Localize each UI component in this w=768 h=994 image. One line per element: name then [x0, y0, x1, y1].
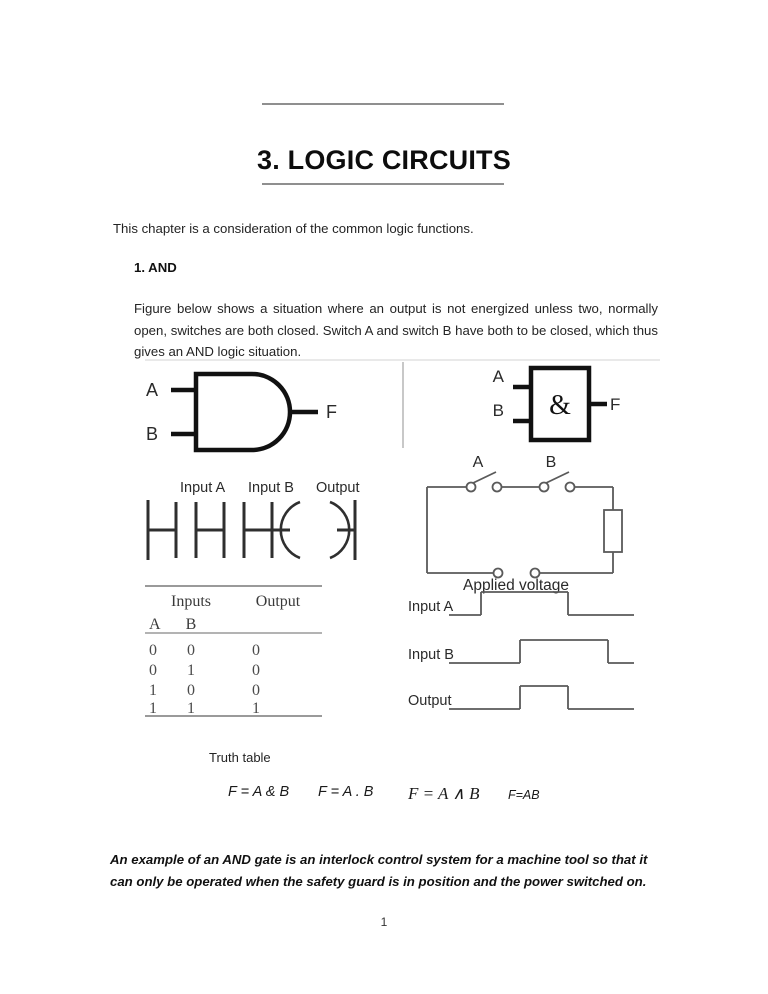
timing-label-input-b: Input B	[408, 647, 454, 663]
truth-table-row: 0 0 0	[149, 642, 260, 659]
page-title: 3. LOGIC CIRCUITS	[257, 145, 511, 176]
page-number: 1	[380, 915, 388, 929]
switch-circuit-label-b: B	[546, 454, 557, 471]
body-paragraph: Figure below shows a situation where an …	[134, 301, 658, 359]
truth-table-cell-a: 0	[149, 642, 157, 659]
timing-label-input-a: Input A	[408, 599, 453, 615]
gate-distinctive-input-a-label: A	[146, 380, 158, 400]
and-gate-figure: A B F & A B F Input A Input B Output	[0, 352, 768, 782]
section-heading-and: 1. AND	[134, 259, 177, 275]
truth-table-row: 1 1 1	[149, 700, 260, 717]
timing-trace-output	[449, 685, 634, 710]
closing-note: An example of an AND gate is an interloc…	[110, 852, 648, 889]
switch-series-circuit	[426, 471, 623, 579]
truth-table-row: 1 0 0	[149, 682, 260, 699]
timing-diagram	[449, 591, 634, 710]
figure-caption: Truth table	[209, 750, 271, 765]
ladder-label-input-b: Input B	[248, 480, 294, 496]
equation-wedge: F = A ∧ B	[408, 784, 480, 803]
timing-label-output: Output	[408, 693, 452, 709]
truth-table-cell-a: 1	[149, 682, 157, 699]
timing-trace-input-a	[449, 591, 634, 616]
truth-table-cell-f: 1	[252, 700, 260, 717]
truth-table-header-output: Output	[256, 593, 301, 610]
ladder-label-output: Output	[316, 480, 360, 496]
truth-table-cell-a: 1	[149, 700, 157, 717]
ladder-label-input-a: Input A	[180, 480, 225, 496]
truth-table-col-a: A	[149, 616, 161, 633]
truth-table-cell-b: 0	[187, 682, 195, 699]
truth-table-cell-f: 0	[252, 642, 260, 659]
truth-table-cell-f: 0	[252, 662, 260, 679]
timing-trace-input-b	[449, 639, 634, 664]
truth-table-cell-a: 0	[149, 662, 157, 679]
switch-circuit-supply-label: Applied voltage	[463, 577, 569, 594]
truth-table-col-b: B	[186, 616, 197, 633]
truth-table-header-inputs: Inputs	[171, 593, 211, 610]
equation-dot: F = A . B	[318, 784, 374, 800]
ladder-diagram	[146, 500, 357, 560]
truth-table-cell-f: 0	[252, 682, 260, 699]
and-gate-iec-symbol: &	[513, 365, 607, 443]
gate-distinctive-input-b-label: B	[146, 424, 158, 444]
truth-table-cell-b: 0	[187, 642, 195, 659]
intro-paragraph: This chapter is a consideration of the c…	[113, 221, 474, 237]
gate-iec-input-b-label: B	[493, 401, 504, 420]
truth-table-row: 0 1 0	[149, 662, 260, 679]
truth-table-cell-b: 1	[187, 700, 195, 717]
gate-iec-output-label: F	[610, 395, 620, 414]
equation-juxtaposition: F=AB	[508, 788, 540, 802]
equation-ampersand: F = A & B	[228, 784, 290, 800]
title-rule-bottom	[262, 183, 504, 185]
truth-table-cell-b: 1	[187, 662, 195, 679]
and-gate-distinctive-symbol	[171, 371, 318, 453]
title-rule-top	[262, 103, 504, 105]
gate-iec-input-a-label: A	[493, 367, 505, 386]
gate-iec-ampersand-glyph: &	[549, 390, 571, 421]
truth-table: Inputs Output A B 0 0 0 0 1 0 1	[145, 585, 322, 717]
switch-circuit-label-a: A	[473, 454, 484, 471]
gate-distinctive-output-label: F	[326, 402, 337, 422]
